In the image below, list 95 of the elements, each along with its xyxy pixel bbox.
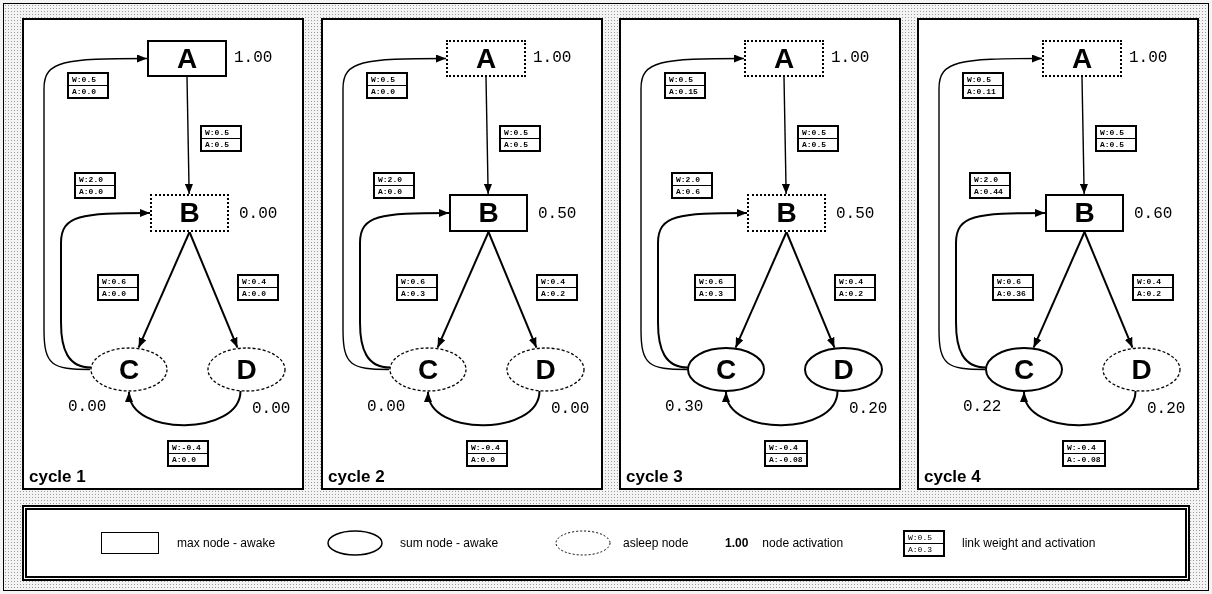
legend-text: max node - awake [177,535,276,552]
edge-label: W:-0.4 A:-0.08 [1062,440,1106,467]
asleep-max-node-box: A [1042,40,1122,77]
activation-value: 0.22 [963,397,1002,417]
asleep-sum-node-ellipse: C [389,347,467,392]
asleep-max-node-box: A [446,40,526,77]
edge-label: W:2.0 A:0.6 [671,172,713,199]
edge-label: W:0.4 A:0.0 [237,274,279,301]
activation-value: 0.20 [849,399,888,419]
asleep-max-node-box: B [150,194,229,232]
arrow [640,54,745,371]
cycle-label: cycle 4 [924,468,981,485]
arrow [137,231,191,349]
asleep-max-node-box: A [744,40,824,77]
activation-sample: 1.00 [725,535,749,552]
edge-label: W:0.5 A:0.5 [797,125,839,152]
activation-value: 0.00 [367,397,406,417]
arrow [436,231,490,349]
arrow [487,231,538,349]
arrow [657,209,748,369]
arrow [483,76,492,195]
max-node-box: B [449,194,528,232]
legend-text: node activation [762,535,844,552]
arrow [127,390,242,427]
sum-node-ellipse: C [985,347,1063,392]
sum-node-ellipse: C [687,347,765,392]
edge-label: W:-0.4 A:0.0 [466,440,508,467]
edge-label: W:0.5 A:0.11 [962,72,1004,99]
activation-value: 1.00 [533,47,572,68]
arrow [781,76,790,195]
arrow [1032,231,1086,349]
activation-value: 1.00 [831,47,870,68]
edge-label: W:0.6 A:0.3 [694,274,736,301]
activation-value: 0.00 [239,204,278,224]
edge-label: W:0.4 A:0.2 [834,274,876,301]
legend-text: sum node - awake [400,535,499,552]
cycle-label: cycle 3 [626,468,683,485]
cycle-panel [321,18,603,490]
edge-label: W:0.5 A:0.5 [499,125,541,152]
arrow [342,54,447,371]
asleep-sum-node-ellipse: C [90,347,168,392]
edge-label: W:0.4 A:0.2 [1132,274,1174,301]
arrow [1083,231,1134,349]
edge-label: W:0.6 A:0.0 [97,274,139,301]
edge-label: W:0.5 A:0.5 [200,125,242,152]
edge-label: W:2.0 A:0.44 [969,172,1011,199]
max-node-box: B [1045,194,1124,232]
activation-value: 1.00 [234,47,273,68]
edge-label: W:2.0 A:0.0 [373,172,415,199]
activation-value: 0.30 [665,397,704,417]
edge-label: W:0.5 A:0.0 [67,72,109,99]
arrow [359,209,450,369]
arrow [785,231,836,349]
activation-value: 0.00 [68,397,107,417]
max-node-box: A [147,40,227,77]
asleep-sum-node-ellipse: D [506,347,585,392]
asleep-sum-node-ellipse: D [207,347,286,392]
arrow [184,76,193,195]
activation-value: 0.50 [836,204,875,224]
edge-label: W:2.0 A:0.0 [74,172,116,199]
cycle-label: cycle 2 [328,468,385,485]
arrow [60,209,151,369]
arrow [938,54,1043,371]
legend-text: asleep node [623,535,689,552]
edge-label: W:0.4 A:0.2 [536,274,578,301]
edge-label: W:0.5 A:0.15 [664,72,706,99]
arrow [1079,76,1088,195]
edge-label: W:0.6 A:0.36 [992,274,1034,301]
cycle-panel [619,18,901,490]
arrow [188,231,239,349]
arrow [43,54,148,371]
cycle-panel [917,18,1199,490]
legend-text: link weight and activation [962,535,1096,552]
edge-label: W:-0.4 A:0.0 [167,440,209,467]
arrow [734,231,788,349]
cycle-label: cycle 1 [29,468,86,485]
activation-value: 1.00 [1129,47,1168,68]
arrow [426,390,541,427]
edge-label: W:0.6 A:0.3 [396,274,438,301]
activation-value: 0.60 [1134,204,1173,224]
arrow [955,209,1046,369]
activation-value: 0.20 [1147,399,1186,419]
sum-node-ellipse: D [804,347,883,392]
activation-value: 0.00 [252,399,291,419]
asleep-sum-node-ellipse: D [1102,347,1181,392]
arrow [1022,390,1137,427]
activation-value: 0.50 [538,204,577,224]
edge-label: W:0.5 A:0.0 [366,72,408,99]
edge-label: W:0.5 A:0.5 [1095,125,1137,152]
arrow [724,390,839,427]
link-label-sample: W:0.5 A:0.3 [903,529,945,557]
asleep-max-node-box: B [747,194,826,232]
edge-label: W:-0.4 A:-0.08 [764,440,808,467]
cycle-panel [22,18,304,490]
activation-value: 0.00 [551,399,590,419]
